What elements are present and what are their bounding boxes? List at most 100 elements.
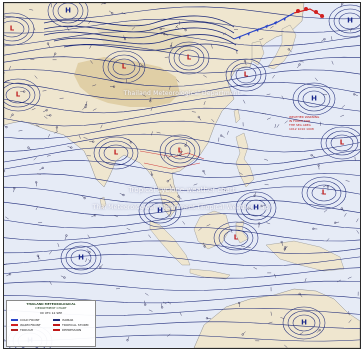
isobar-line xyxy=(4,69,360,87)
isobar-ring xyxy=(4,78,41,112)
station-dot xyxy=(159,27,162,31)
wind-barb xyxy=(244,61,247,66)
wind-barb xyxy=(150,170,153,175)
wind-barb xyxy=(164,33,169,36)
station-dot xyxy=(99,266,102,269)
wind-barb xyxy=(121,12,126,15)
wind-barb xyxy=(169,184,172,188)
low-pressure-label: L xyxy=(9,24,15,33)
station-dot xyxy=(177,195,180,198)
station-dot xyxy=(84,103,88,107)
isobar-ring xyxy=(98,140,134,166)
isobar-line xyxy=(4,56,360,74)
wind-barb xyxy=(227,130,229,135)
station-dot xyxy=(287,48,290,51)
wind-barb xyxy=(254,192,257,196)
isobar-ring xyxy=(159,134,201,168)
station-dot xyxy=(241,333,244,336)
wind-barb xyxy=(101,3,106,5)
legend-item: COLD FRONT xyxy=(11,318,40,323)
low-pressure-label: L xyxy=(186,53,192,62)
isobar-line xyxy=(4,44,360,60)
wind-barb xyxy=(33,26,36,31)
wind-barb xyxy=(348,311,350,316)
station-dot xyxy=(326,185,329,188)
isobar-line xyxy=(4,31,360,47)
wind-barb xyxy=(211,44,213,49)
isobar-ring xyxy=(93,136,139,170)
station-dot xyxy=(341,3,344,5)
isobar-ring xyxy=(325,130,359,156)
isobar-line xyxy=(4,227,360,242)
isobar-ring xyxy=(52,3,84,24)
wind-barb xyxy=(28,147,32,151)
low-pressure-label: L xyxy=(121,62,127,71)
watermark-subtitle: Thai Meteorological Department (Tropical… xyxy=(92,204,272,211)
station-dot xyxy=(179,153,182,156)
wind-barb xyxy=(341,208,345,212)
wind-barb xyxy=(66,27,70,31)
wind-barb xyxy=(86,249,90,253)
isobar-line xyxy=(4,147,360,165)
wind-barb xyxy=(39,167,43,171)
wind-barb xyxy=(5,79,10,82)
wind-barb xyxy=(203,75,207,78)
wind-barb xyxy=(284,344,288,348)
isobar-ring xyxy=(173,45,205,71)
station-dot xyxy=(258,222,261,225)
wind-barb xyxy=(345,180,350,182)
wind-barb xyxy=(37,255,41,260)
wind-barb xyxy=(148,234,151,239)
wind-barb xyxy=(92,108,97,111)
isobar-ring xyxy=(301,176,347,210)
station-dot xyxy=(112,85,116,88)
land-masses xyxy=(4,3,360,348)
wind-barb xyxy=(29,9,34,11)
front-triangle xyxy=(256,28,259,33)
wind-barb xyxy=(266,222,271,225)
station-dot xyxy=(88,251,91,254)
wind-barb xyxy=(316,329,320,333)
wind-barb xyxy=(281,95,284,100)
wind-barb xyxy=(326,238,330,242)
isobar-ring xyxy=(292,314,316,332)
station-dot xyxy=(93,214,97,217)
wind-barb xyxy=(274,124,276,128)
station-dot xyxy=(144,303,147,306)
isobar-ring xyxy=(338,12,360,30)
station-dot xyxy=(27,146,30,149)
low-pressure-label: L xyxy=(177,146,183,155)
wind-barb xyxy=(344,213,347,217)
isobar-line xyxy=(4,160,360,178)
legend-swatch xyxy=(53,324,60,326)
wind-barb xyxy=(203,101,206,105)
wind-barb xyxy=(156,131,161,134)
wind-barb xyxy=(85,258,88,263)
front-triangle xyxy=(265,24,268,29)
isobar-line xyxy=(4,240,360,254)
high-pressure-label: H xyxy=(311,94,317,103)
isobar-ring xyxy=(287,310,321,336)
station-dot xyxy=(83,197,86,200)
low-pressure-label: L xyxy=(339,138,345,147)
low-pressure-label: L xyxy=(15,90,21,99)
wind-barb xyxy=(78,135,81,139)
isobar-line xyxy=(4,186,360,204)
isobar-ring xyxy=(138,194,182,228)
isobar-ring xyxy=(306,180,342,206)
high-pressure-label: H xyxy=(347,16,353,25)
station-dot xyxy=(253,194,256,197)
legend-title: THAILAND METEOROLOGICAL xyxy=(26,302,76,306)
wind-barb xyxy=(91,215,96,218)
wind-barb xyxy=(274,273,276,278)
isobar-ring xyxy=(107,54,141,80)
wind-barb xyxy=(276,124,280,128)
wind-barb xyxy=(280,317,285,319)
station-dot xyxy=(123,37,127,41)
station-dot xyxy=(111,12,114,15)
station-dot xyxy=(220,134,223,137)
legend-item: WARM FRONT xyxy=(11,323,41,328)
map-legend: THAILAND METEOROLOGICAL DEPARTMENT CHART… xyxy=(6,300,96,347)
wind-barb xyxy=(264,184,269,186)
wind-barb xyxy=(60,275,65,278)
